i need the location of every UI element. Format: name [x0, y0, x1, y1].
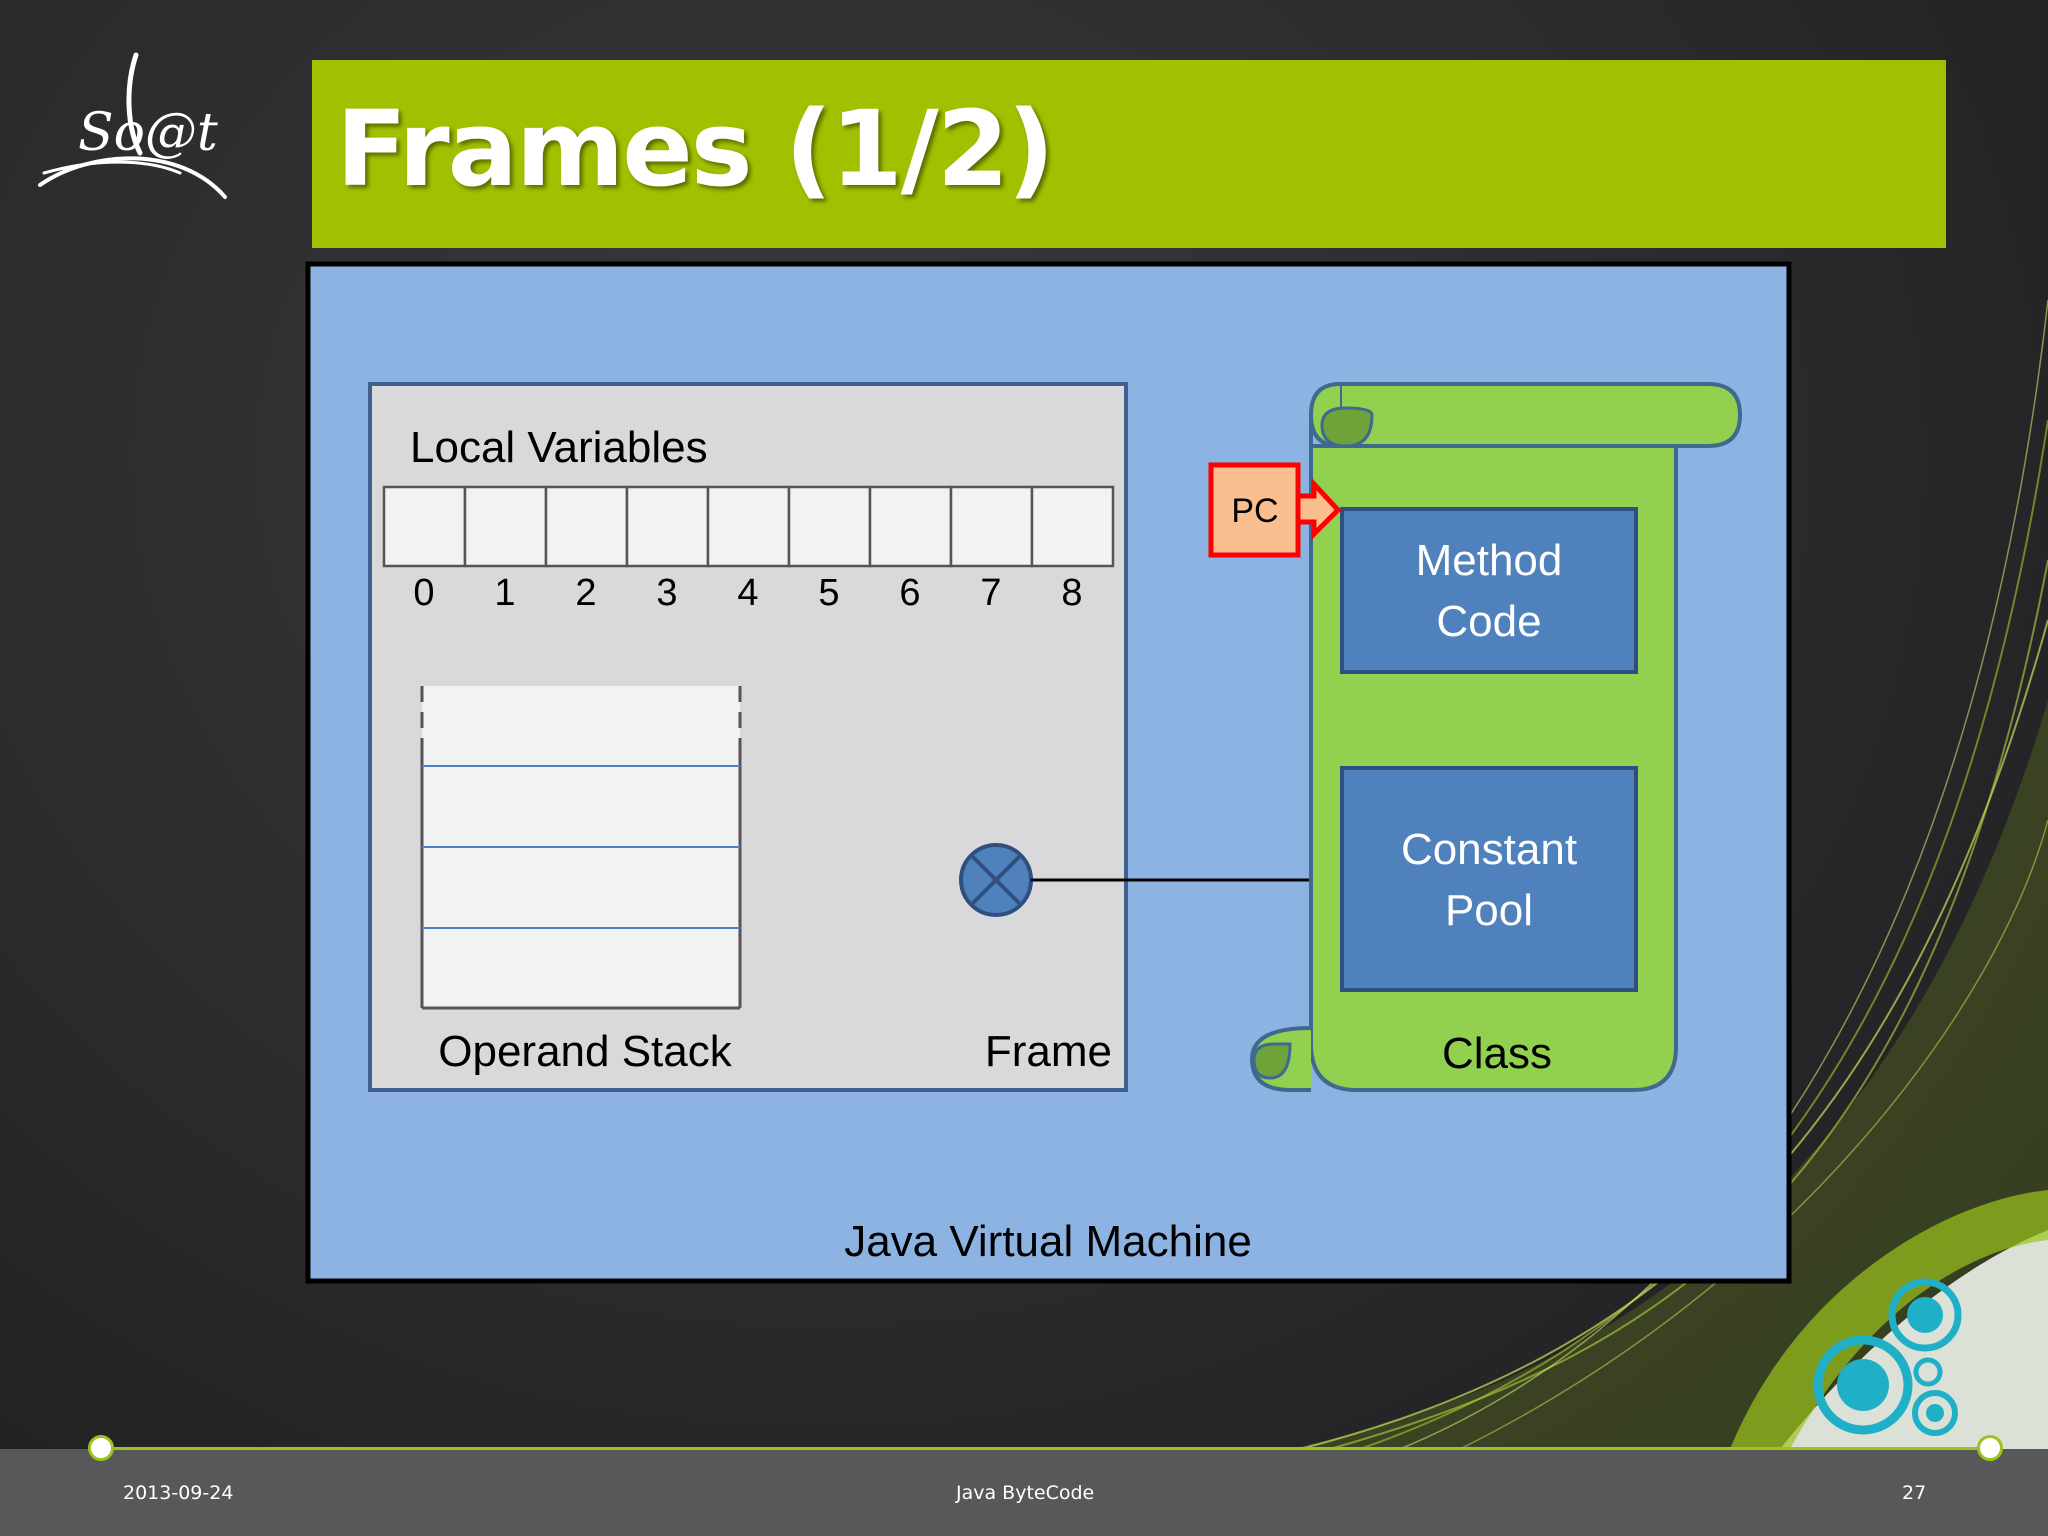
- pc-label: PC: [1231, 492, 1278, 530]
- local-variable-slot: [544, 485, 629, 568]
- operand-stack: [420, 686, 742, 1010]
- pc-box: [1208, 462, 1301, 558]
- footer-divider: [100, 1447, 1990, 1450]
- local-variable-index: 0: [413, 572, 434, 614]
- class-label: Class: [1442, 1029, 1552, 1078]
- jvm-label: Java Virtual Machine: [844, 1217, 1252, 1266]
- local-variable-index: 1: [494, 572, 515, 614]
- svg-text:So@t: So@t: [78, 103, 218, 163]
- slide-title: Frames (1/2): [336, 88, 1055, 210]
- local-variable-index: 4: [737, 572, 758, 614]
- method-code-box: [1340, 507, 1638, 674]
- local-variable-index: 5: [818, 572, 839, 614]
- local-variable-index: 3: [656, 572, 677, 614]
- local-variable-index: 7: [980, 572, 1001, 614]
- local-variable-index: 6: [899, 572, 920, 614]
- frame-label: Frame: [985, 1027, 1112, 1076]
- constant-pool-reference-icon: [959, 843, 1033, 917]
- operand-stack-label: Operand Stack: [438, 1027, 732, 1076]
- local-variables-title: Local Variables: [410, 423, 708, 472]
- local-variable-index: 8: [1061, 572, 1082, 614]
- constant-pool-label-line1: Constant: [1401, 825, 1577, 874]
- footer-right-node: [1977, 1435, 2003, 1461]
- slide-footer: [0, 1449, 2048, 1536]
- title-bar: [312, 60, 1946, 248]
- footer-date: 2013-09-24: [123, 1482, 234, 1504]
- local-variable-slot: [868, 485, 953, 568]
- constant-pool-label-line2: Pool: [1445, 886, 1533, 935]
- pc-arrow-icon: [1295, 477, 1342, 541]
- soat-logo: So@t: [38, 52, 227, 199]
- footer-center-text: Java ByteCode: [956, 1482, 1095, 1504]
- page-number: 27: [1902, 1482, 1927, 1504]
- local-variable-slot: [706, 485, 791, 568]
- local-variable-slot: [949, 485, 1034, 568]
- local-variable-index: 2: [575, 572, 596, 614]
- method-code-label-line2: Code: [1436, 597, 1541, 646]
- local-variable-slot: [382, 485, 467, 568]
- method-code-label-line1: Method: [1416, 536, 1563, 585]
- local-variables-array: [382, 485, 1115, 568]
- constant-pool-box: [1340, 766, 1638, 992]
- local-variable-slot: [787, 485, 872, 568]
- local-variable-slot: [1030, 485, 1115, 568]
- footer-left-node: [88, 1435, 114, 1461]
- local-variable-slot: [463, 485, 548, 568]
- local-variable-slot: [625, 485, 710, 568]
